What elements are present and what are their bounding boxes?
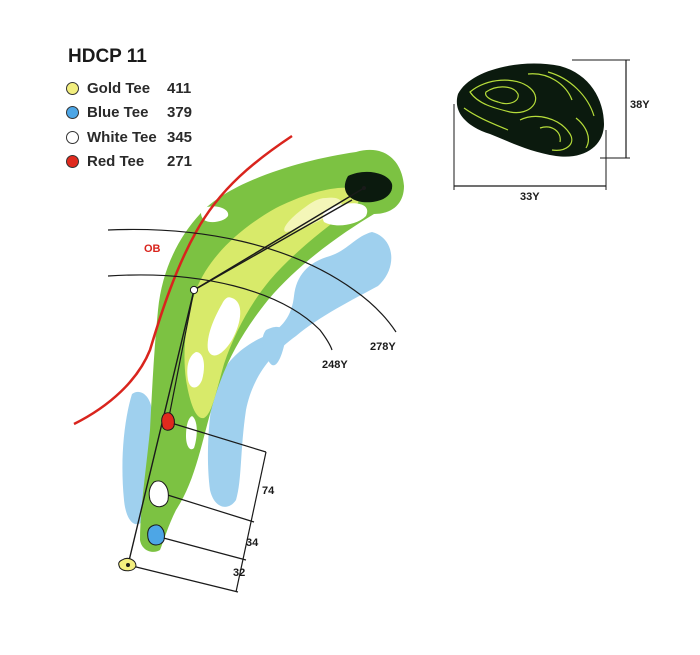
red-tee-dot — [66, 155, 79, 169]
target-marker — [189, 285, 199, 295]
handicap-title: HDCP 11 — [68, 46, 147, 67]
green-width-label: 33Y — [520, 191, 540, 203]
red-tee-yards: 271 — [167, 153, 193, 171]
gold-tee-marker — [126, 563, 130, 567]
putting-green — [344, 171, 393, 203]
blue-tee-name: Blue Tee — [87, 104, 149, 122]
fairway — [184, 187, 360, 419]
green-detail: 38Y 33Y — [453, 59, 650, 203]
arc-278y — [107, 228, 397, 333]
water-hazard-small — [262, 326, 286, 366]
white-tee-box — [148, 480, 169, 508]
gold-tee-dot — [66, 81, 79, 95]
pin-marker — [362, 186, 366, 190]
fairway-light-strip — [284, 197, 342, 232]
red-tee-name: Red Tee — [87, 153, 145, 171]
legend-row-red: Red Tee 271 — [66, 150, 192, 175]
tee-legend: Gold Tee 411 Blue Tee 379 White Tee 345 … — [66, 76, 192, 174]
water-hazard-right — [207, 232, 392, 507]
measure-gold — [127, 564, 239, 593]
measure-red — [167, 421, 267, 453]
legend-row-blue: Blue Tee 379 — [66, 101, 192, 126]
arc-label-278y: 278Y — [370, 341, 396, 353]
blue-tee-box — [147, 524, 165, 546]
rough-area — [140, 149, 404, 552]
gold-tee-yards: 411 — [167, 79, 192, 97]
blue-tee-yards: 379 — [167, 104, 193, 122]
green-depth-label: 38Y — [630, 99, 650, 111]
blue-tee-dot — [66, 106, 79, 120]
bunker-left-upper — [201, 206, 229, 223]
play-line-red — [167, 289, 195, 423]
ob-line — [73, 134, 293, 426]
tee-spacing-74: 74 — [262, 485, 275, 497]
gold-tee-name: Gold Tee — [87, 79, 151, 97]
bunker-mid-left — [187, 352, 204, 388]
bunker-tee-right — [186, 416, 197, 450]
white-tee-dot — [66, 130, 79, 144]
ob-label: OB — [144, 243, 161, 255]
white-tee-name: White Tee — [87, 128, 157, 146]
tee-spacing-32: 32 — [233, 567, 245, 579]
bunker-green-right — [322, 203, 368, 226]
play-line-branch — [193, 199, 353, 291]
red-tee-box — [161, 412, 175, 431]
tee-spacing-34: 34 — [246, 537, 259, 549]
legend-row-white: White Tee 345 — [66, 125, 192, 150]
measure-vertical — [235, 451, 267, 593]
green-detail-shape — [456, 63, 604, 157]
arc-label-248y: 248Y — [322, 359, 348, 371]
white-tee-yards: 345 — [167, 128, 193, 146]
measure-blue — [155, 535, 247, 561]
bunker-mid-right — [207, 297, 241, 356]
green-contours — [463, 71, 595, 151]
legend-row-gold: Gold Tee 411 — [66, 76, 192, 101]
measure-white — [157, 491, 255, 523]
arc-248y — [107, 274, 333, 351]
